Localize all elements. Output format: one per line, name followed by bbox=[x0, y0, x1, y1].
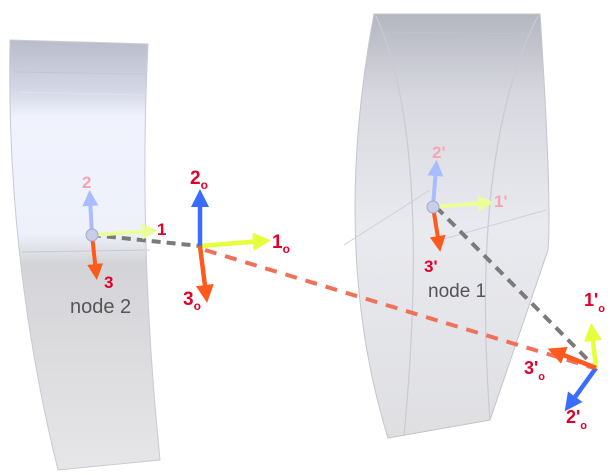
node2-label: node 2 bbox=[70, 296, 131, 318]
node1o-axis3-arrow bbox=[547, 346, 597, 371]
node2-body bbox=[9, 39, 161, 471]
node1-axis2-arrow bbox=[427, 160, 444, 208]
origin-axis1-label: 1o bbox=[272, 232, 290, 256]
node2-axis3-label: 3 bbox=[104, 273, 113, 292]
node1-axis1-label: 1' bbox=[494, 192, 508, 211]
node1-frame: 1' 2' 3' node 1 bbox=[424, 143, 508, 302]
node1-origin-dot bbox=[426, 200, 440, 214]
node1o-axis1-label: 1'o bbox=[584, 290, 605, 315]
node1o-axis2-label: 2'o bbox=[566, 407, 587, 432]
node1-axis1-arrow bbox=[432, 195, 494, 212]
node2-axis2-label: 2 bbox=[82, 173, 91, 192]
node1o-axis2-arrow bbox=[564, 366, 598, 412]
node2-axis1-arrow bbox=[91, 223, 158, 240]
node2-frame: 1 2 3 node 2 bbox=[70, 173, 166, 318]
dash-node2-to-origin bbox=[91, 233, 201, 248]
node1-axis2-label: 2' bbox=[432, 143, 446, 162]
dash-node1-to-node1origin bbox=[434, 205, 594, 366]
origin-axis3-label: 3o bbox=[183, 289, 201, 313]
node1o-axis3-label: 3'o bbox=[524, 358, 545, 383]
origin-axis3-arrow bbox=[195, 245, 214, 303]
node1o-axis1-arrow bbox=[584, 323, 602, 369]
node2-origin-dot bbox=[85, 228, 99, 242]
dash-origin-to-node1origin bbox=[204, 248, 595, 370]
origin-axis2-label: 2o bbox=[190, 168, 208, 192]
node1-origin-frame: 1'o 2'o 3'o bbox=[524, 290, 605, 432]
origin-axis1-arrow bbox=[199, 232, 271, 251]
origin-frame: 1o 2o 3o bbox=[183, 168, 290, 313]
node1-axis3-label: 3' bbox=[424, 257, 438, 276]
node2-axis1-label: 1 bbox=[157, 220, 166, 239]
node1-body bbox=[343, 13, 550, 439]
node1-label: node 1 bbox=[428, 281, 486, 302]
